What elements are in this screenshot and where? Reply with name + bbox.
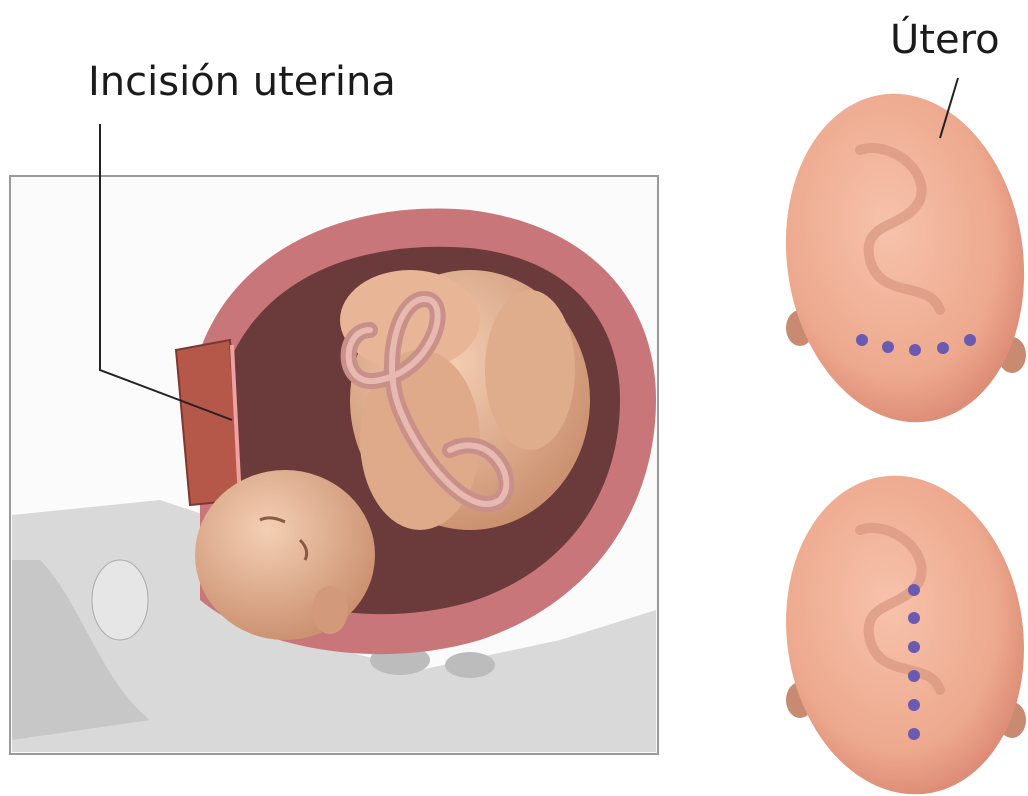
incision-dot: [908, 699, 920, 711]
uterus-vertical: [766, 460, 1028, 796]
incision-dot: [908, 641, 920, 653]
incision-dot: [908, 584, 920, 596]
incision-dot: [908, 670, 920, 682]
incision-dot: [856, 334, 868, 346]
incision-dot: [908, 612, 920, 624]
fetus-head: [195, 470, 375, 640]
incision-dot: [909, 344, 921, 356]
incision-dot: [937, 342, 949, 354]
incision-dot: [882, 341, 894, 353]
incision-dot: [908, 728, 920, 740]
cross-section-panel: [10, 176, 658, 754]
incision-dot: [964, 334, 976, 346]
uterus-transverse: [765, 78, 1028, 438]
